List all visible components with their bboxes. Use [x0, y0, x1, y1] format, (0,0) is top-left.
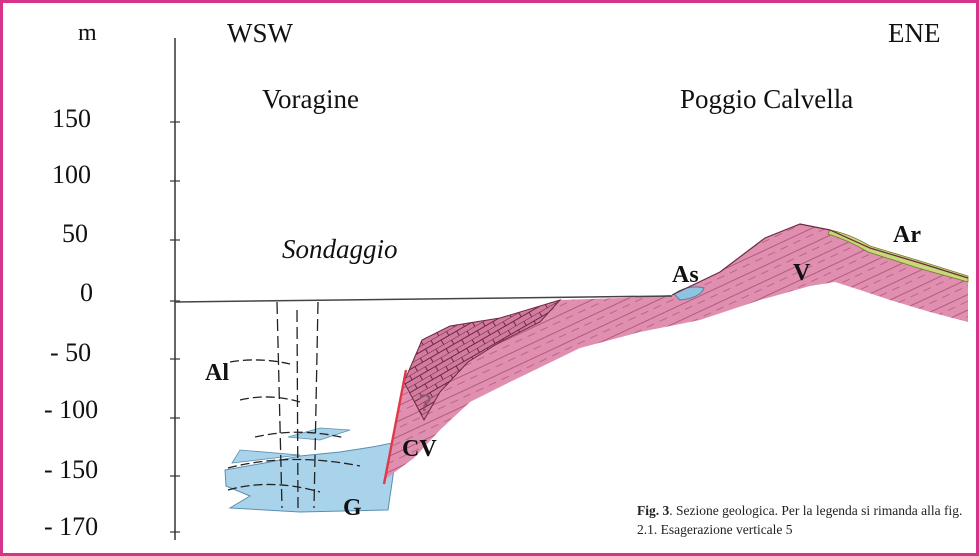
formation-g: G — [343, 495, 362, 522]
orientation-right: ENE — [888, 18, 940, 49]
place-voragine: Voragine — [262, 84, 359, 115]
formation-v: V — [793, 260, 810, 287]
orientation-left: WSW — [227, 18, 293, 49]
formation-cv: CV — [402, 436, 437, 463]
formation-al: Al — [205, 360, 229, 387]
borehole-label: Sondaggio — [282, 234, 398, 265]
caption-text: . Sezione geologica. Per la legenda si r… — [637, 503, 962, 537]
place-poggio-calvella: Poggio Calvella — [680, 84, 853, 115]
caption-fig-number: Fig. 3 — [637, 503, 669, 518]
uncertain-mark: ? — [418, 390, 431, 418]
figure-caption: Fig. 3. Sezione geologica. Per la legend… — [637, 501, 967, 539]
formation-as: As — [672, 262, 699, 289]
formation-ar: Ar — [893, 222, 921, 249]
